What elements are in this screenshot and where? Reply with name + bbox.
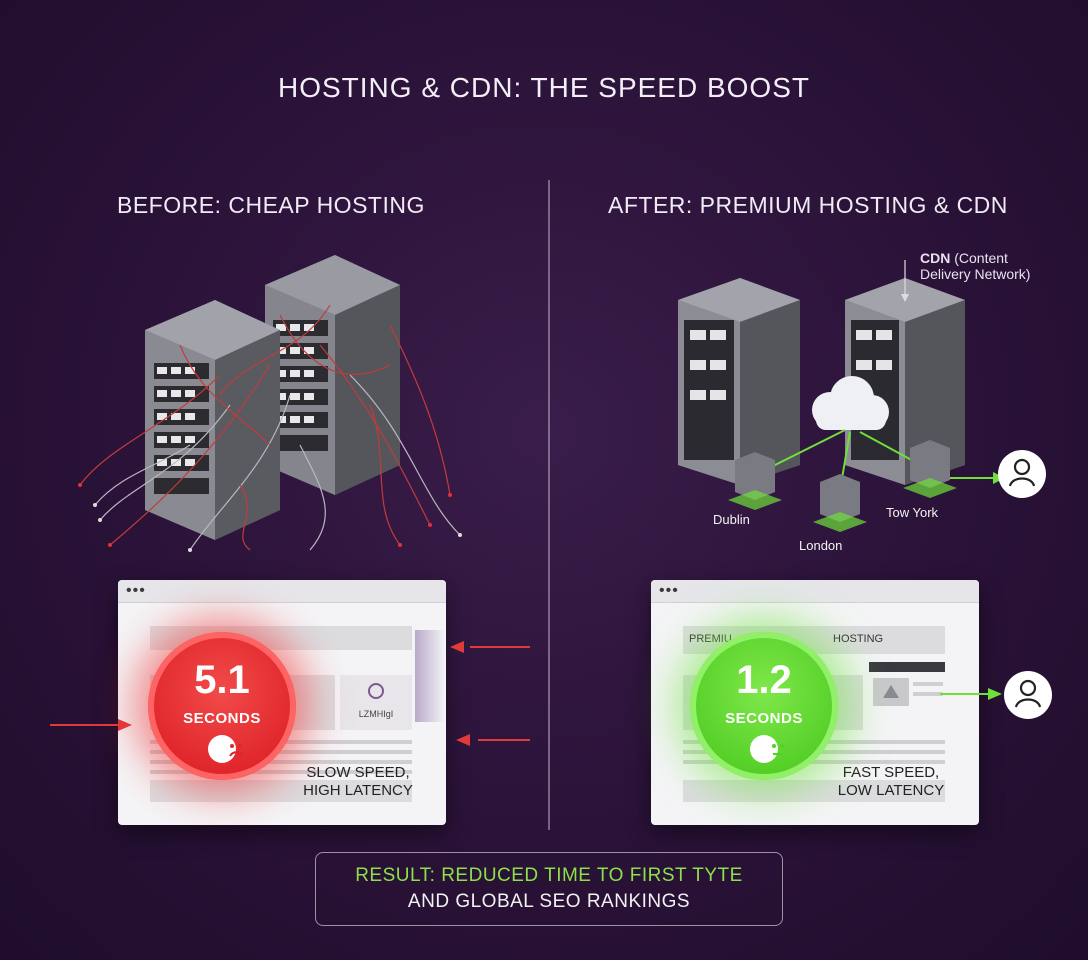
window-controls: ••• — [126, 582, 146, 599]
text-line — [150, 760, 412, 764]
after-load-time-unit: SECONDS — [725, 710, 803, 727]
page-title: HOSTING & CDN: THE SPEED BOOST — [277, 72, 810, 103]
browser-title-bar: ••• — [118, 580, 446, 603]
text-line — [913, 682, 943, 686]
after-speed-caption: FAST SPEED,LOW LATENCY — [837, 764, 945, 799]
image-placeholder — [873, 678, 909, 706]
loading-image-placeholder: LZMHIgI — [340, 675, 412, 730]
text-line — [150, 770, 412, 774]
cdn-network-illustration — [678, 260, 1046, 532]
page-header-text-2: HOSTING — [833, 633, 884, 645]
after-load-time-badge: 1.2 SECONDS — [690, 632, 838, 780]
text-line — [150, 750, 412, 754]
text-line — [913, 692, 943, 696]
before-heading: BEFORE: CHEAP HOSTING — [117, 192, 425, 218]
image-icon — [883, 685, 899, 698]
cdn-label: CDN (Content Delivery Network) — [920, 250, 1031, 282]
loading-spinner-icon — [368, 683, 384, 699]
loading-text: LZMHIgI — [358, 709, 394, 719]
page-header-text-1: PREMIU — [689, 633, 732, 645]
result-line-1: RESULT: REDUCED TIME TO FIRST TYTE — [355, 865, 743, 886]
city-label-dublin: Dublin — [713, 512, 750, 527]
delivery-arrow — [940, 671, 1052, 719]
page-footer-placeholder — [150, 780, 412, 802]
page-footer-placeholder — [683, 780, 945, 802]
text-line — [683, 760, 945, 764]
after-heading: AFTER: PREMIUM HOSTING & CDN — [608, 192, 1008, 218]
sad-face-icon — [208, 735, 243, 763]
before-load-time-badge: 5.1 SECONDS — [148, 632, 296, 780]
result-box: RESULT: REDUCED TIME TO FIRST TYTE AND G… — [315, 852, 783, 926]
browser-title-bar: ••• — [651, 580, 979, 603]
column-divider — [548, 180, 550, 830]
page-header-placeholder: PREMIU HOSTING — [683, 626, 945, 654]
motion-blur-streak — [415, 630, 445, 722]
city-label-tow-york: Tow York — [886, 505, 939, 520]
before-load-time-value: 5.1 — [194, 658, 250, 702]
city-label-london: London — [799, 538, 843, 553]
before-speed-caption: SLOW SPEED,HIGH LATENCY — [303, 764, 413, 799]
nav-bar-placeholder — [869, 662, 945, 672]
before-load-time-unit: SECONDS — [183, 710, 261, 727]
result-line-2: AND GLOBAL SEO RANKINGS — [407, 891, 691, 912]
latency-arrows — [50, 641, 530, 746]
neutral-face-icon — [750, 735, 784, 763]
window-controls: ••• — [659, 582, 679, 599]
after-browser-window: ••• PREMIU HOSTING FAST SPEED,LOW LATENC… — [651, 580, 979, 825]
after-load-time-value: 1.2 — [736, 658, 792, 702]
cheap-server-racks-illustration — [78, 255, 462, 552]
